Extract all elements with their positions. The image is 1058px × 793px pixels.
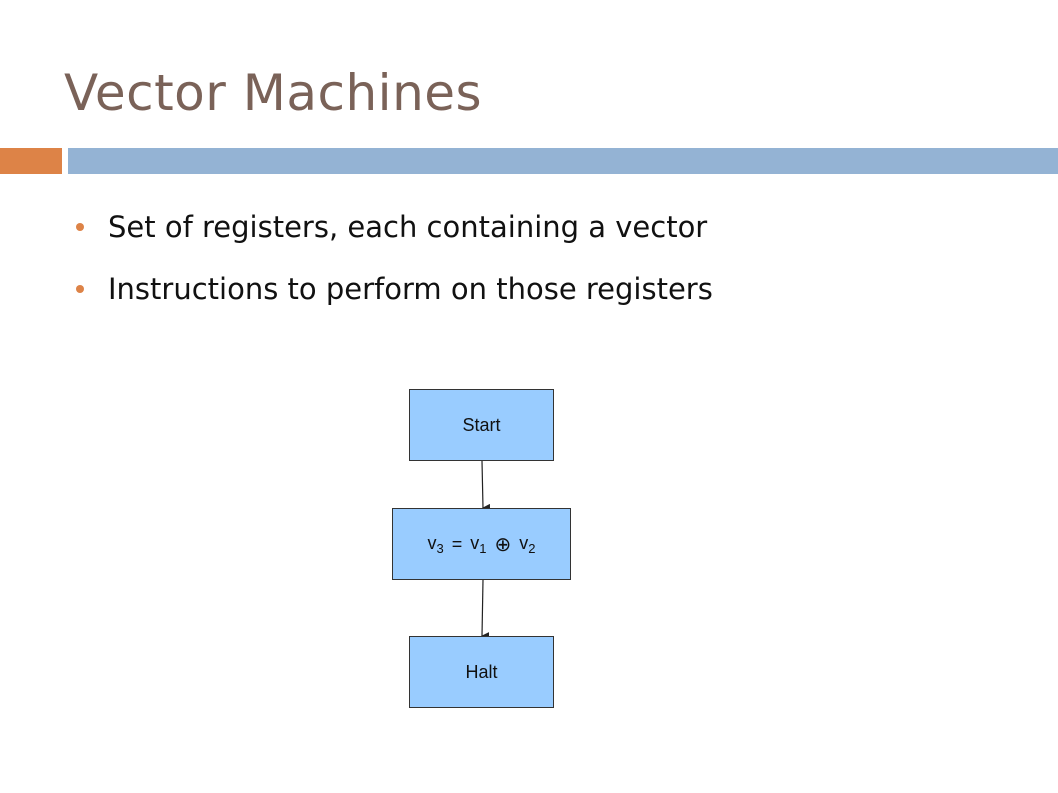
- circled-plus-operator: ⊕: [494, 533, 512, 556]
- bullet-item: Set of registers, each containing a vect…: [76, 196, 713, 258]
- bullet-item: Instructions to perform on those registe…: [76, 258, 713, 320]
- halt-node: Halt: [409, 636, 554, 708]
- title-accent-bar-blue: [68, 148, 1058, 174]
- start-node-label: Start: [462, 414, 501, 435]
- bullet-dot-icon: [76, 223, 84, 231]
- arrow-start-to-op: [481, 460, 491, 512]
- operand-v2: v2: [519, 532, 536, 556]
- equals-sign: =: [451, 533, 463, 554]
- halt-node-label: Halt: [465, 661, 498, 682]
- bullet-dot-icon: [76, 285, 84, 293]
- operand-v1: v1: [470, 532, 487, 556]
- operation-node: v3 = v1 ⊕ v2: [392, 508, 571, 580]
- start-node: Start: [409, 389, 554, 461]
- title-accent-bar-orange: [0, 148, 62, 174]
- arrow-op-to-halt: [481, 579, 490, 641]
- slide-title: Vector Machines: [64, 64, 483, 122]
- bullet-text: Instructions to perform on those registe…: [108, 272, 713, 306]
- bullet-list: Set of registers, each containing a vect…: [76, 196, 713, 320]
- operand-v3: v3: [427, 532, 444, 556]
- bullet-text: Set of registers, each containing a vect…: [108, 210, 708, 244]
